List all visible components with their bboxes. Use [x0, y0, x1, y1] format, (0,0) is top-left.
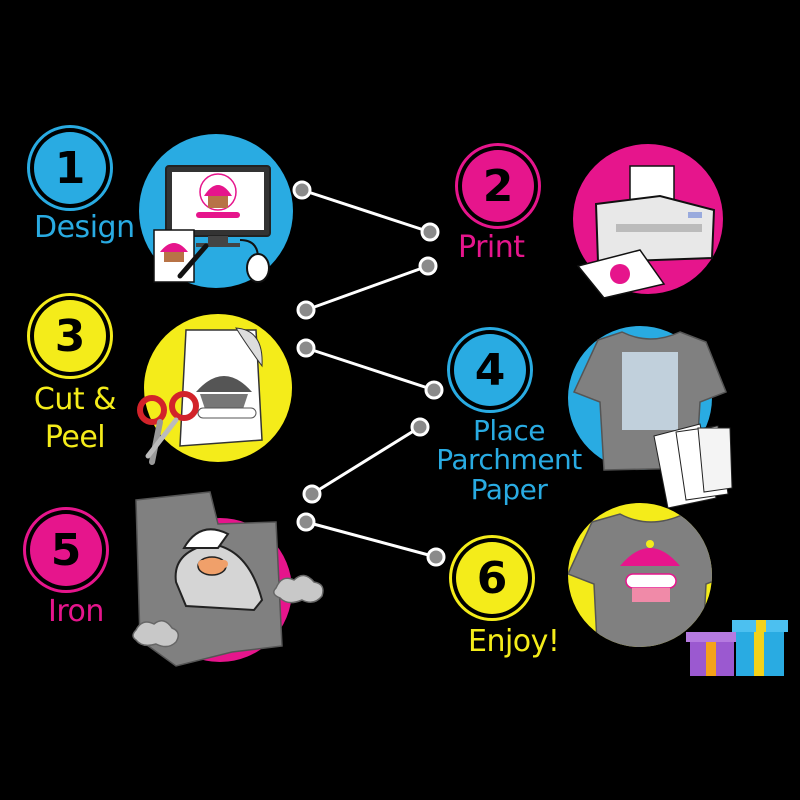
- mouse-icon: [239, 239, 270, 283]
- iron-illustration: [132, 491, 324, 667]
- printed-sheet-icon: [576, 249, 666, 299]
- pen-icon: [177, 243, 209, 279]
- step-3-label: Cut & Peel: [30, 384, 120, 453]
- step-connectors: [292, 180, 446, 567]
- step-4-number: 4: [474, 344, 506, 396]
- connector-3-4: [296, 338, 444, 400]
- step-2-label: Print: [458, 230, 525, 265]
- step-1-number-badge: 1: [27, 125, 113, 211]
- step-3-label-line-1: Cut &: [33, 382, 117, 417]
- step-3-number-badge: 3: [27, 293, 113, 379]
- connector-4-5: [302, 417, 430, 504]
- step-4-label-line-2: Parchment: [436, 443, 582, 477]
- step-4-label: Place Parchment Paper: [434, 414, 584, 506]
- cupcake-design-icon: [153, 229, 195, 283]
- step-3-number: 3: [54, 310, 86, 362]
- connector-1-2: [292, 180, 440, 242]
- gift-boxes-icon: [686, 620, 788, 676]
- step-5-number: 5: [50, 524, 82, 576]
- step-5-number-badge: 5: [23, 507, 109, 593]
- step-6-label: Enjoy!: [468, 624, 560, 659]
- step-1-number: 1: [54, 142, 86, 194]
- design-illustration: [139, 134, 293, 288]
- step-4-label-line-3: Paper: [470, 472, 548, 506]
- step-4-label-line-1: Place: [473, 414, 545, 447]
- step-3-label-line-2: Peel: [44, 419, 106, 455]
- step-2-number-badge: 2: [455, 143, 541, 229]
- steam-icon: [132, 574, 324, 648]
- step-5-label: Iron: [48, 594, 104, 629]
- connector-2-3: [296, 256, 438, 320]
- step-4-number-badge: 4: [447, 327, 533, 413]
- hand-iron-icon: [174, 528, 264, 612]
- printed-tshirt-icon: [568, 513, 712, 647]
- print-illustration: [573, 144, 723, 299]
- step-6-number-badge: 6: [449, 535, 535, 621]
- peeling-transfer-sheet-icon: [179, 327, 263, 447]
- step-2-number: 2: [482, 160, 514, 212]
- printer-icon: [594, 165, 716, 264]
- cut-peel-illustration: [137, 314, 292, 465]
- scissors-icon: [137, 391, 199, 465]
- parchment-paper-icon: [653, 423, 733, 509]
- step-1-label: Design: [34, 210, 135, 245]
- place-parchment-illustration: [568, 326, 733, 509]
- step-6-number: 6: [476, 552, 508, 604]
- enjoy-illustration: [568, 503, 788, 676]
- connector-5-6: [296, 512, 446, 567]
- computer-monitor-icon: [165, 165, 271, 247]
